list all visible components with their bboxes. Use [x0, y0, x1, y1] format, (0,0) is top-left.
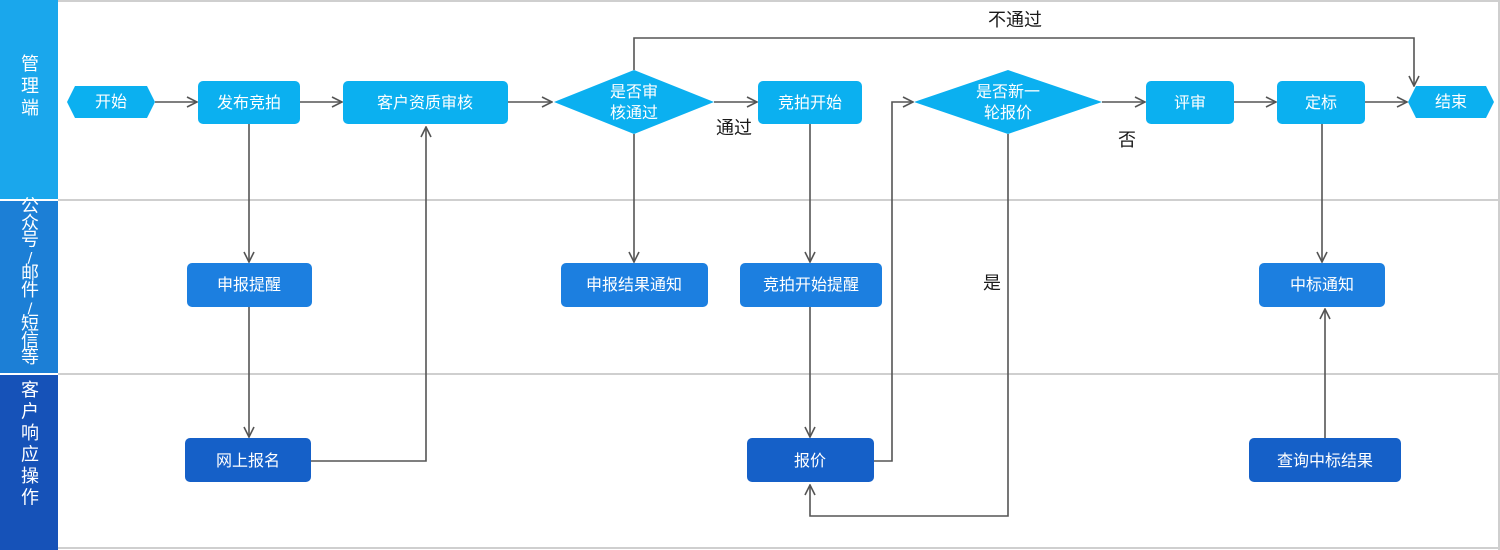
lane-label-notification: 公众号/邮件/短信等: [21, 196, 39, 368]
query-win-result-node: [1249, 438, 1401, 482]
lane-header-notification: [0, 201, 58, 373]
evaluate-label: 评审: [1174, 93, 1206, 112]
new-round-decision: [914, 70, 1102, 134]
qualification-review-node: [343, 81, 508, 124]
award-label: 定标: [1305, 93, 1337, 112]
evaluate-node: [1146, 81, 1234, 124]
online-signup-label: 网上报名: [216, 451, 280, 470]
online-signup-node: [185, 438, 311, 482]
lane-header-customer: [0, 375, 58, 550]
lane-label-customer: 客户响应操作: [21, 380, 39, 509]
end-node: [1408, 86, 1494, 118]
win-notice-node: [1259, 263, 1385, 307]
auction-start-node: [758, 81, 862, 124]
edge-yes-quote: [810, 134, 1009, 517]
auction-start-label: 竞拍开始: [778, 93, 842, 112]
auction-start-reminder-node: [740, 263, 882, 307]
query-win-result-label: 查询中标结果: [1277, 451, 1373, 470]
apply-reminder-label: 申报提醒: [217, 275, 281, 294]
lane-label-management: 管理端: [21, 54, 39, 119]
quote-node: [747, 438, 874, 482]
quote-label: 报价: [794, 451, 826, 470]
start-node: [67, 86, 155, 118]
edge-label-yes: 是: [983, 273, 1001, 294]
edge-signup-review: [311, 127, 426, 462]
apply-result-notice-node: [561, 263, 708, 307]
publish-auction-label: 发布竞拍: [217, 93, 281, 112]
lane-header-management: [0, 0, 58, 199]
edge-not-pass-end: [633, 37, 1414, 86]
edge-quote-decision: [874, 102, 913, 462]
qualification-review-label: 客户资质审核: [377, 93, 473, 112]
end-label: 结束: [1435, 92, 1467, 111]
auction-start-reminder-label: 竞拍开始提醒: [763, 275, 859, 294]
edge-label-no: 否: [1118, 130, 1136, 151]
win-notice-label: 中标通知: [1290, 275, 1354, 294]
review-pass-decision-label: 是否审核通过: [610, 82, 658, 122]
review-pass-decision: [554, 70, 714, 134]
apply-result-notice-label: 申报结果通知: [586, 275, 682, 294]
new-round-decision-label: 是否新一轮报价: [976, 82, 1040, 122]
edge-label-pass: 通过: [716, 118, 752, 139]
apply-reminder-node: [187, 263, 312, 307]
award-node: [1277, 81, 1365, 124]
edge-label-not-pass: 不通过: [988, 10, 1042, 31]
publish-auction-node: [198, 81, 300, 124]
start-label: 开始: [95, 92, 127, 111]
